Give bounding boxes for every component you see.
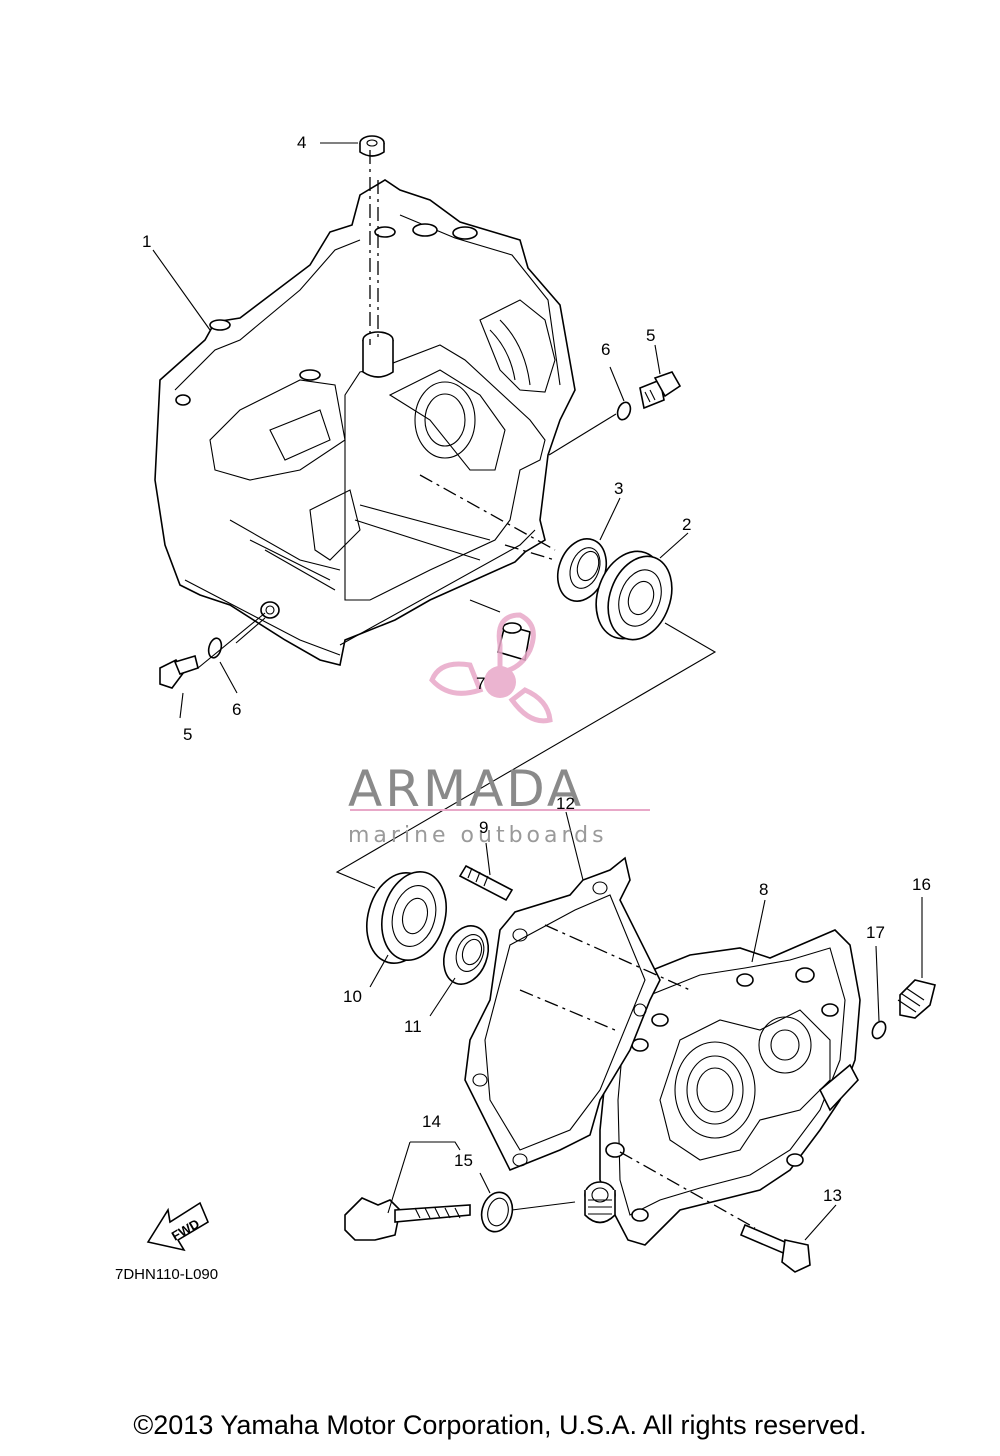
armada-watermark: ARMADA marine outboards bbox=[348, 612, 650, 848]
stud-9 bbox=[458, 864, 514, 902]
bearing-10 bbox=[366, 870, 447, 964]
callout-5-lower: 5 bbox=[183, 725, 192, 744]
crankcase-drawing bbox=[154, 135, 576, 666]
dipstick-14 bbox=[344, 1197, 471, 1241]
callout-6-upper: 6 bbox=[601, 340, 610, 359]
callout-13: 13 bbox=[823, 1186, 842, 1205]
fwd-arrow-icon: FWD bbox=[146, 1201, 210, 1252]
washer-6-lower bbox=[207, 637, 223, 659]
bolt-5-upper bbox=[639, 371, 682, 410]
callout-4: 4 bbox=[297, 133, 306, 152]
callout-7: 7 bbox=[476, 674, 485, 693]
callout-6-lower: 6 bbox=[232, 700, 241, 719]
callout-9: 9 bbox=[479, 818, 488, 837]
callout-2: 2 bbox=[682, 515, 691, 534]
crankcase-cover-drawing bbox=[584, 929, 861, 1246]
copyright-notice: ©2013 Yamaha Motor Corporation, U.S.A. A… bbox=[133, 1410, 867, 1440]
propeller-logo-icon bbox=[429, 612, 553, 724]
callout-10: 10 bbox=[343, 987, 362, 1006]
brand-name: ARMADA bbox=[348, 760, 584, 818]
o-ring-15 bbox=[480, 1191, 514, 1233]
bolt-13 bbox=[739, 1223, 811, 1273]
callout-8: 8 bbox=[759, 880, 768, 899]
brand-tagline: marine outboards bbox=[348, 823, 608, 848]
callout-11: 11 bbox=[404, 1017, 422, 1036]
callout-14: 14 bbox=[422, 1112, 441, 1131]
callout-17: 17 bbox=[866, 923, 885, 942]
gasket-17 bbox=[871, 1020, 887, 1040]
callout-16: 16 bbox=[912, 875, 931, 894]
callout-3: 3 bbox=[614, 479, 623, 498]
gasket-drawing bbox=[464, 856, 661, 1172]
leader-lines bbox=[152, 142, 923, 1241]
oil-seal-11 bbox=[442, 925, 490, 985]
bearing-2 bbox=[595, 550, 673, 641]
drain-plug-16 bbox=[897, 979, 936, 1019]
callout-12: 12 bbox=[556, 794, 575, 813]
callout-1: 1 bbox=[142, 232, 151, 251]
washer-6-upper bbox=[616, 401, 632, 421]
bolt-5-lower bbox=[159, 654, 199, 689]
callout-15: 15 bbox=[454, 1151, 473, 1170]
drawing-code: 7DHN110-L090 bbox=[115, 1266, 218, 1283]
callout-5-upper: 5 bbox=[646, 326, 655, 345]
